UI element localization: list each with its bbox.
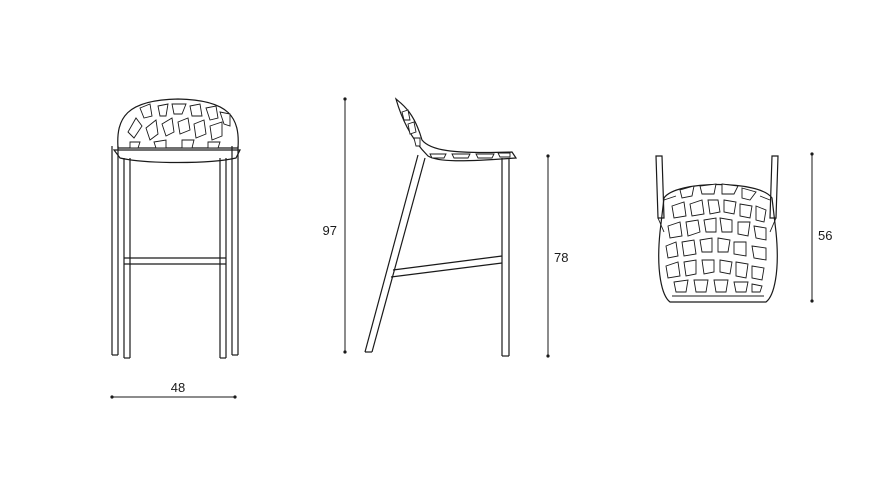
front-backrest-pattern [127,103,231,149]
width-dimension: 48 [110,380,237,399]
top-view: 56 [655,152,832,303]
side-view: 97 78 [323,97,568,358]
side-front-leg [501,158,510,357]
side-rear-leg [364,154,426,353]
front-legs [111,146,239,359]
front-view: 48 [110,98,241,399]
front-backrest [117,98,239,149]
seat-height-label: 78 [554,250,568,265]
top-seat-pattern [665,183,767,293]
width-label: 48 [171,380,185,395]
front-seat [112,149,241,164]
total-height-label: 97 [323,223,337,238]
side-footrest [390,255,503,278]
front-footrest [124,257,226,265]
depth-dimension: 56 [810,152,832,303]
depth-label: 56 [818,228,832,243]
seat-height-dimension: 78 [546,154,568,358]
side-backrest-pattern [401,109,511,159]
total-height-dimension: 97 [323,97,347,354]
